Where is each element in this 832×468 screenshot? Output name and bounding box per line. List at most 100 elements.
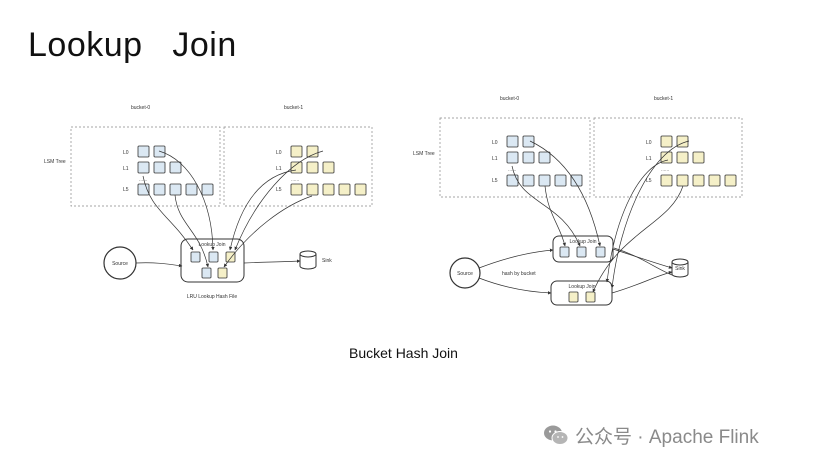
left-edge-file bbox=[174, 194, 210, 268]
right-b1-l5-file bbox=[708, 174, 721, 187]
right-join-top-files bbox=[559, 246, 606, 258]
left-b0-l0-file bbox=[137, 145, 150, 158]
right-b0-level-l0: L0 bbox=[492, 140, 498, 146]
left-b0-l1-file bbox=[137, 161, 150, 174]
diagram-caption: Bucket Hash Join bbox=[349, 345, 458, 361]
left-cache-files bbox=[190, 251, 236, 279]
right-b1-l5-file bbox=[724, 174, 737, 187]
wechat-logo-icon bbox=[544, 425, 569, 445]
left-b1-level-l5: L5 bbox=[276, 187, 282, 193]
right-edge-join-sink bbox=[611, 271, 673, 294]
left-diagram: bucket-0 bucket-1 LSM Tree L0 L1 ...... … bbox=[44, 105, 373, 300]
right-b0-l5-file bbox=[538, 174, 551, 187]
left-b1-l0-file bbox=[290, 145, 303, 158]
left-b0-files bbox=[137, 145, 214, 196]
left-b1-level-l0: L0 bbox=[276, 150, 282, 156]
left-cache-file bbox=[190, 251, 201, 263]
right-sink-node bbox=[671, 258, 689, 278]
right-b1-l5-file bbox=[660, 174, 673, 187]
left-b0-dots: ...... bbox=[139, 177, 147, 183]
left-edge-source-join bbox=[135, 262, 183, 268]
right-b0-dots: ...... bbox=[508, 167, 516, 173]
page-title: Lookup Join bbox=[28, 26, 237, 64]
right-diagram: bucket-0 bucket-1 LSM Tree L0 L1 ...... … bbox=[413, 96, 743, 306]
right-b0-l5-file bbox=[522, 174, 535, 187]
left-bucket0-label: bucket-0 bbox=[131, 105, 150, 111]
right-b0-files bbox=[506, 135, 583, 187]
right-join-top-file bbox=[576, 246, 587, 258]
left-edges bbox=[135, 150, 324, 268]
left-b1-l0-file bbox=[306, 145, 319, 158]
right-b1-l1-file bbox=[660, 151, 673, 164]
left-bucket0-box bbox=[70, 126, 221, 207]
left-edge-file bbox=[158, 150, 215, 251]
left-b0-l1-file bbox=[169, 161, 182, 174]
left-b1-l5-file bbox=[322, 183, 335, 196]
right-b0-l1-file bbox=[506, 151, 519, 164]
right-edge-file bbox=[592, 185, 684, 293]
left-b1-l1-file bbox=[322, 161, 335, 174]
right-b0-l5-file bbox=[506, 174, 519, 187]
right-b0-l5-file bbox=[570, 174, 583, 187]
right-b1-dots: ...... bbox=[661, 167, 669, 173]
right-edge-file bbox=[605, 159, 669, 283]
left-b0-l5-file bbox=[169, 183, 182, 196]
right-lsm-label: LSM Tree bbox=[413, 151, 435, 157]
left-b1-l5-file bbox=[338, 183, 351, 196]
left-b1-l1-file bbox=[306, 161, 319, 174]
right-bucket0-box bbox=[439, 117, 591, 198]
right-join-bottom-file bbox=[585, 291, 596, 303]
right-edge-file bbox=[544, 185, 566, 247]
right-edge-join-sink bbox=[612, 248, 673, 269]
left-b1-l5-file bbox=[290, 183, 303, 196]
right-b0-l1-file bbox=[538, 151, 551, 164]
left-bucket1-box bbox=[223, 126, 373, 207]
right-bucket1-box bbox=[593, 117, 743, 198]
right-b1-l5-file bbox=[676, 174, 689, 187]
left-b1-dots: ...... bbox=[291, 177, 299, 183]
right-b1-level-l5: L5 bbox=[646, 178, 652, 184]
left-lookup-join-label: Lookup Join bbox=[199, 242, 226, 248]
right-edge-source-join-top bbox=[478, 248, 554, 269]
right-b1-l1-file bbox=[676, 151, 689, 164]
right-source-label: Source bbox=[457, 271, 473, 277]
left-b0-level-l0: L0 bbox=[123, 150, 129, 156]
right-b1-level-l1: L1 bbox=[646, 156, 652, 162]
right-b0-level-l5: L5 bbox=[492, 178, 498, 184]
right-lookup-join-top-label: Lookup Join bbox=[570, 239, 597, 245]
right-edge-file bbox=[511, 165, 581, 247]
left-lsm-label: LSM Tree bbox=[44, 159, 66, 165]
right-b0-level-l1: L1 bbox=[492, 156, 498, 162]
left-sink-node bbox=[299, 250, 317, 270]
left-edge-file bbox=[142, 175, 194, 251]
left-edge-join-sink bbox=[243, 259, 301, 264]
watermark-text: 公众号 · Apache Flink bbox=[575, 426, 759, 448]
left-bucket1-label: bucket-1 bbox=[284, 105, 303, 111]
right-edge-file bbox=[529, 140, 602, 247]
left-b0-l1-file bbox=[153, 161, 166, 174]
left-edge-file bbox=[228, 169, 297, 251]
right-lookup-join-bottom-label: Lookup Join bbox=[569, 284, 596, 290]
right-edge-file bbox=[610, 140, 690, 289]
right-b1-l1-file bbox=[692, 151, 705, 164]
right-b1-l0-file bbox=[660, 135, 673, 148]
right-b0-l1-file bbox=[522, 151, 535, 164]
right-b1-level-l0: L0 bbox=[646, 140, 652, 146]
right-source-node bbox=[449, 257, 481, 289]
right-b1-files bbox=[660, 135, 737, 187]
right-join-bottom-files bbox=[568, 291, 596, 303]
left-cache-file bbox=[225, 251, 236, 263]
left-cache-file bbox=[201, 267, 212, 279]
left-source-label: Source bbox=[112, 261, 128, 267]
left-b1-l5-file bbox=[354, 183, 367, 196]
wechat-watermark: 公众号 · Apache Flink bbox=[543, 423, 759, 448]
left-b0-l5-file bbox=[201, 183, 214, 196]
left-edge-file bbox=[223, 195, 313, 268]
right-b0-l0-file bbox=[522, 135, 535, 148]
left-b0-l5-file bbox=[185, 183, 198, 196]
right-join-top-file bbox=[595, 246, 606, 258]
right-bucket0-label: bucket-0 bbox=[500, 96, 519, 102]
right-b1-l5-file bbox=[692, 174, 705, 187]
right-sink-label: Sink bbox=[675, 266, 685, 272]
